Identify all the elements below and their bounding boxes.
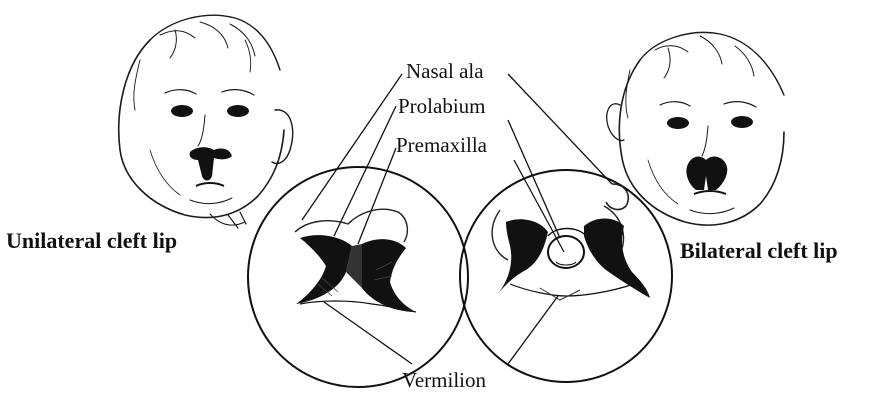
right-eye-icon	[731, 116, 753, 128]
left-eye-icon	[171, 105, 193, 117]
bilateral-closeup-circle	[460, 170, 672, 382]
label-prolabium: Prolabium	[398, 96, 486, 117]
nasal-ala-leader-right	[508, 74, 612, 184]
vermilion-leader-right	[508, 296, 558, 364]
bilateral-face-features	[667, 116, 753, 194]
label-nasal-ala: Nasal ala	[406, 61, 484, 82]
label-vermilion: Vermilion	[402, 370, 486, 391]
caption-bilateral-cleft-lip: Bilateral cleft lip	[680, 240, 838, 262]
bilateral-cleft-mark	[686, 157, 727, 190]
premaxilla-leader-left	[358, 148, 396, 244]
right-eye-icon	[227, 105, 249, 117]
vermilion-leader-left	[324, 302, 412, 364]
unilateral-face-features	[171, 105, 249, 186]
label-premaxilla: Premaxilla	[396, 135, 487, 156]
left-eye-icon	[667, 117, 689, 129]
unilateral-closeup-circle	[248, 167, 468, 387]
bilateral-baby-face	[607, 32, 784, 225]
unilateral-baby-face	[119, 15, 293, 228]
caption-unilateral-cleft-lip: Unilateral cleft lip	[6, 230, 177, 252]
unilateral-cleft-mark	[190, 147, 232, 180]
